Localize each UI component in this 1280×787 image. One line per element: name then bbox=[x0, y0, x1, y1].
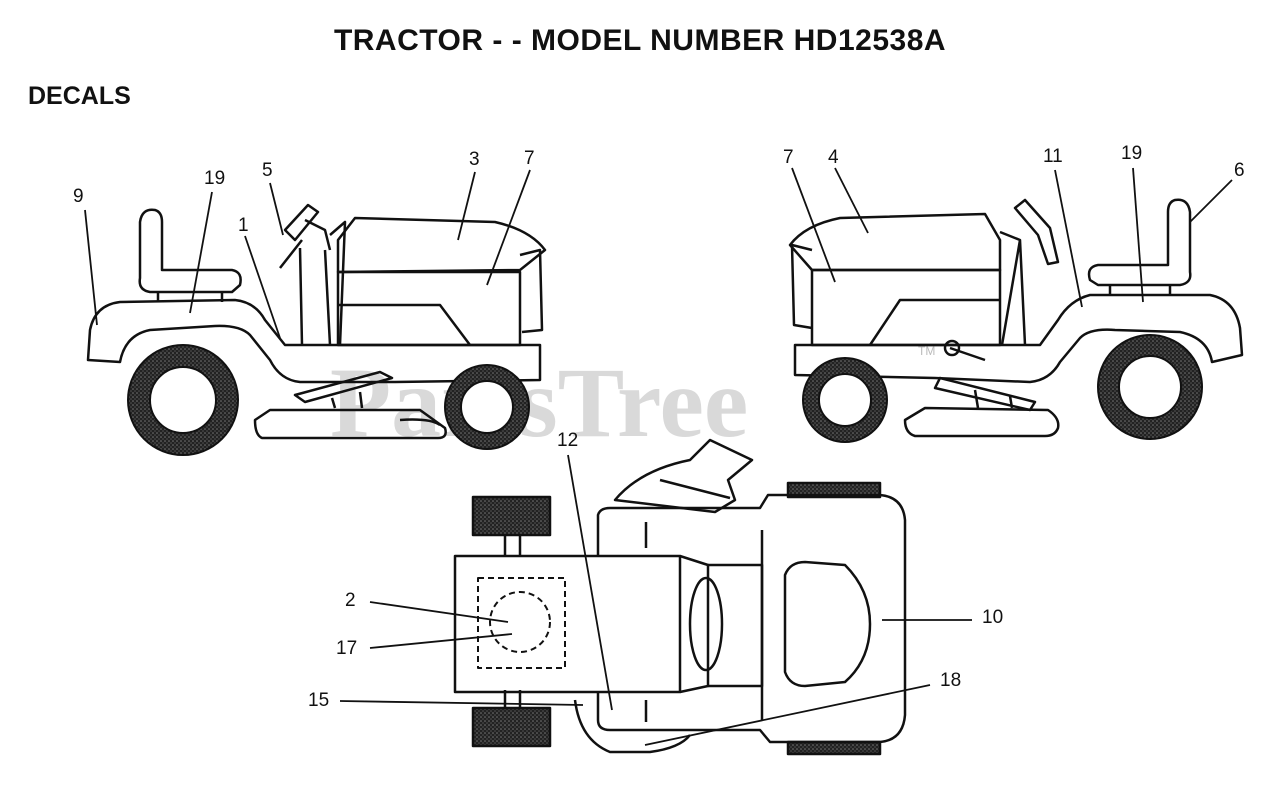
callout-2: 2 bbox=[345, 590, 356, 611]
dashed-decal-area bbox=[477, 577, 566, 669]
leader-19-right bbox=[1132, 167, 1144, 303]
callout-7-left: 7 bbox=[524, 148, 535, 169]
left-tractor-side-view bbox=[86, 203, 547, 440]
leader-15 bbox=[339, 700, 584, 706]
leader-6 bbox=[1189, 179, 1233, 223]
right-seat bbox=[1087, 198, 1192, 287]
callout-7-right: 7 bbox=[783, 147, 794, 168]
callout-1: 1 bbox=[238, 215, 249, 236]
leader-2 bbox=[369, 601, 509, 623]
right-tractor-wheels bbox=[802, 334, 1203, 443]
callout-11: 11 bbox=[1043, 146, 1063, 167]
leader-19-left bbox=[189, 191, 213, 314]
top-steering-wheel bbox=[613, 438, 754, 514]
right-mower-deck bbox=[903, 406, 1060, 438]
rear-right-tire bbox=[471, 706, 552, 748]
callout-3: 3 bbox=[469, 149, 480, 170]
callout-9: 9 bbox=[73, 186, 84, 207]
leader-11 bbox=[1054, 169, 1083, 308]
leader-7-right bbox=[791, 167, 836, 283]
diagram-title: TRACTOR - - MODEL NUMBER HD12538A bbox=[333, 24, 947, 57]
callout-19-left: 19 bbox=[204, 168, 225, 189]
callout-5: 5 bbox=[262, 160, 273, 181]
section-heading: DECALS bbox=[28, 82, 131, 110]
callout-12: 12 bbox=[557, 430, 578, 451]
left-tractor-wheels bbox=[127, 344, 530, 456]
left-hood bbox=[336, 216, 547, 274]
front-right-tire bbox=[786, 740, 882, 756]
top-rear-body bbox=[453, 554, 682, 694]
left-seat bbox=[138, 208, 242, 294]
right-hood bbox=[788, 212, 1002, 272]
trademark-mark: TM bbox=[918, 344, 935, 358]
left-mower-deck bbox=[253, 408, 447, 440]
leader-7-left bbox=[486, 169, 531, 286]
callout-4: 4 bbox=[828, 147, 839, 168]
callout-15: 15 bbox=[308, 690, 329, 711]
callout-18: 18 bbox=[940, 670, 961, 691]
leader-12 bbox=[567, 454, 613, 711]
callout-6: 6 bbox=[1234, 160, 1245, 181]
leader-17 bbox=[369, 633, 513, 649]
right-steering bbox=[1013, 198, 1060, 266]
front-left-tire bbox=[786, 481, 882, 499]
leader-lines bbox=[84, 167, 1233, 746]
leader-3 bbox=[457, 171, 476, 241]
leader-5 bbox=[269, 182, 284, 236]
right-tractor-side-view bbox=[788, 198, 1244, 438]
leader-18 bbox=[644, 684, 931, 746]
callout-10: 10 bbox=[982, 607, 1003, 628]
left-rear-fender bbox=[86, 298, 542, 384]
left-steering bbox=[283, 203, 320, 242]
rear-left-tire bbox=[471, 495, 552, 537]
callout-17: 17 bbox=[336, 638, 357, 659]
leader-1 bbox=[244, 235, 281, 339]
top-grille bbox=[783, 560, 872, 688]
right-rear-fender bbox=[793, 293, 1244, 384]
callout-19-right: 19 bbox=[1121, 143, 1142, 164]
leader-4 bbox=[834, 167, 869, 234]
top-view-tractor bbox=[453, 438, 907, 756]
leader-9 bbox=[84, 209, 98, 326]
